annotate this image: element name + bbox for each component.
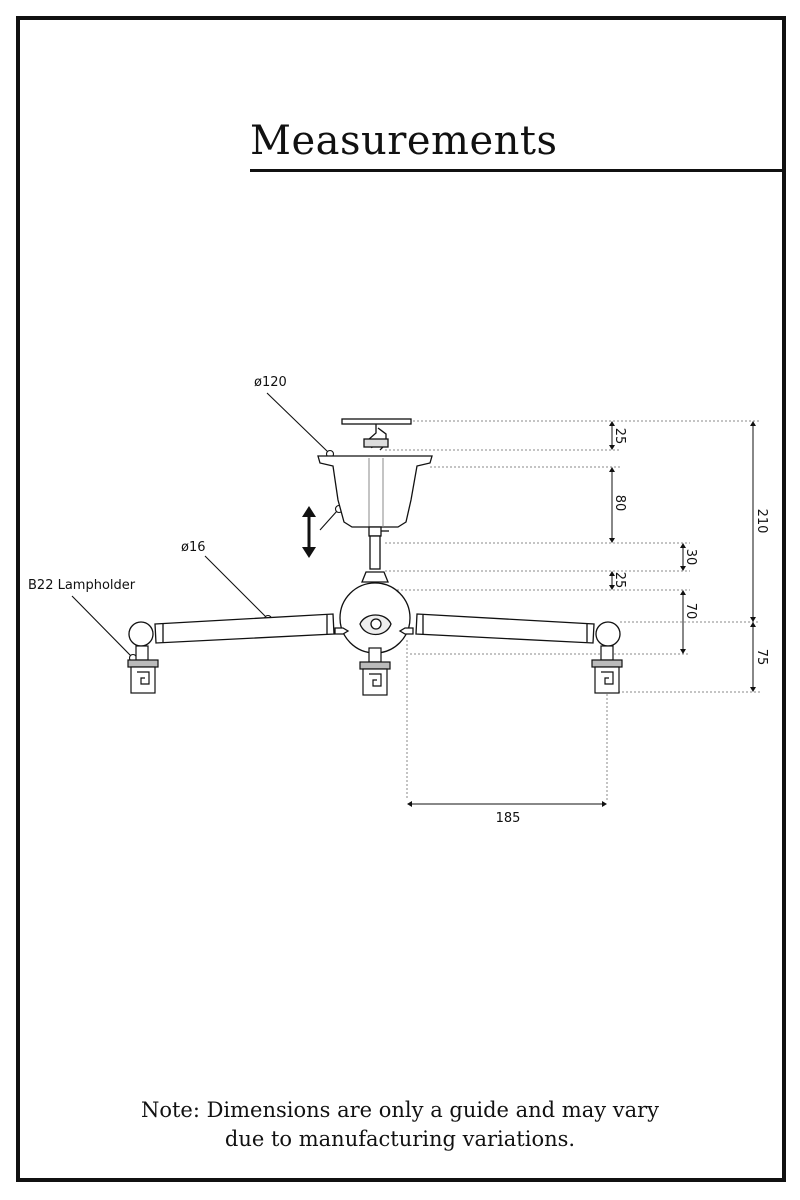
double-arrow-vertical-icon [302,506,316,558]
lampholder-center [359,647,391,696]
label-lampholder: B22 Lampholder [28,578,136,593]
note-line-1: Note: Dimensions are only a guide and ma… [140,1098,660,1122]
guide-lines [385,420,760,800]
dimension-25-mid: 25 [612,572,627,589]
note-line-2: due to manufacturing variations. [224,1127,576,1151]
lampholder-right [591,645,623,694]
dimension-lines [407,421,756,807]
page-title: Measurements [250,118,558,164]
label-arm-diameter: ø16 [181,540,206,555]
dimension-30: 30 [683,549,698,566]
title-underline [250,169,784,172]
chandelier-body [128,418,621,654]
dimension-185: 185 [496,811,521,826]
dimension-25-top: 25 [612,428,627,445]
lampholder-left [127,645,159,694]
dimension-210: 210 [754,509,769,534]
disclaimer-note: Note: Dimensions are only a guide and ma… [100,1096,700,1154]
label-canopy-diameter: ø120 [254,375,287,390]
dimension-70: 70 [683,603,698,620]
dimension-75: 75 [754,649,769,666]
dimension-80: 80 [612,495,627,512]
